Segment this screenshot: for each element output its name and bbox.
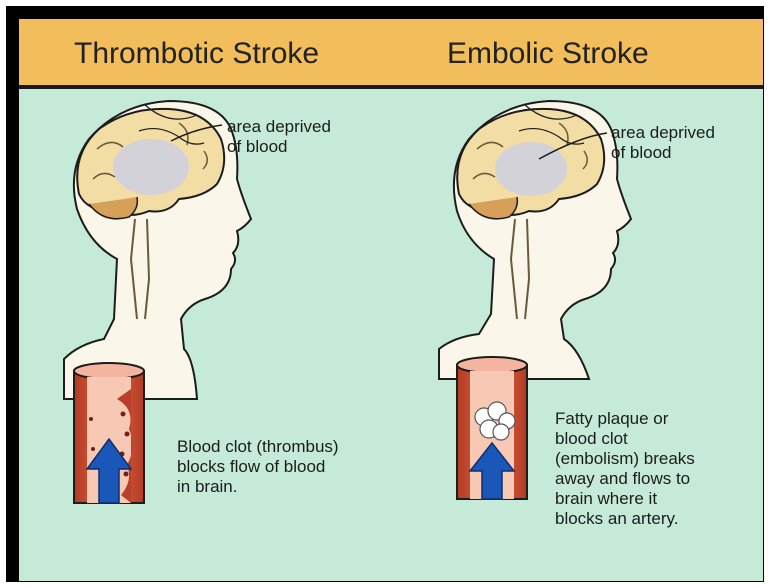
diagram-frame: Thrombotic Stroke Embolic Stroke: [6, 6, 764, 582]
embolism-description: Fatty plaque or blood clot (embolism) br…: [555, 409, 695, 529]
left-area-deprived-label: area deprived of blood: [227, 117, 331, 157]
thrombus-description: Blood clot (thrombus) blocks flow of blo…: [177, 437, 339, 497]
right-area-deprived-label: area deprived of blood: [611, 123, 715, 163]
diagram-panel: Thrombotic Stroke Embolic Stroke: [19, 19, 763, 581]
